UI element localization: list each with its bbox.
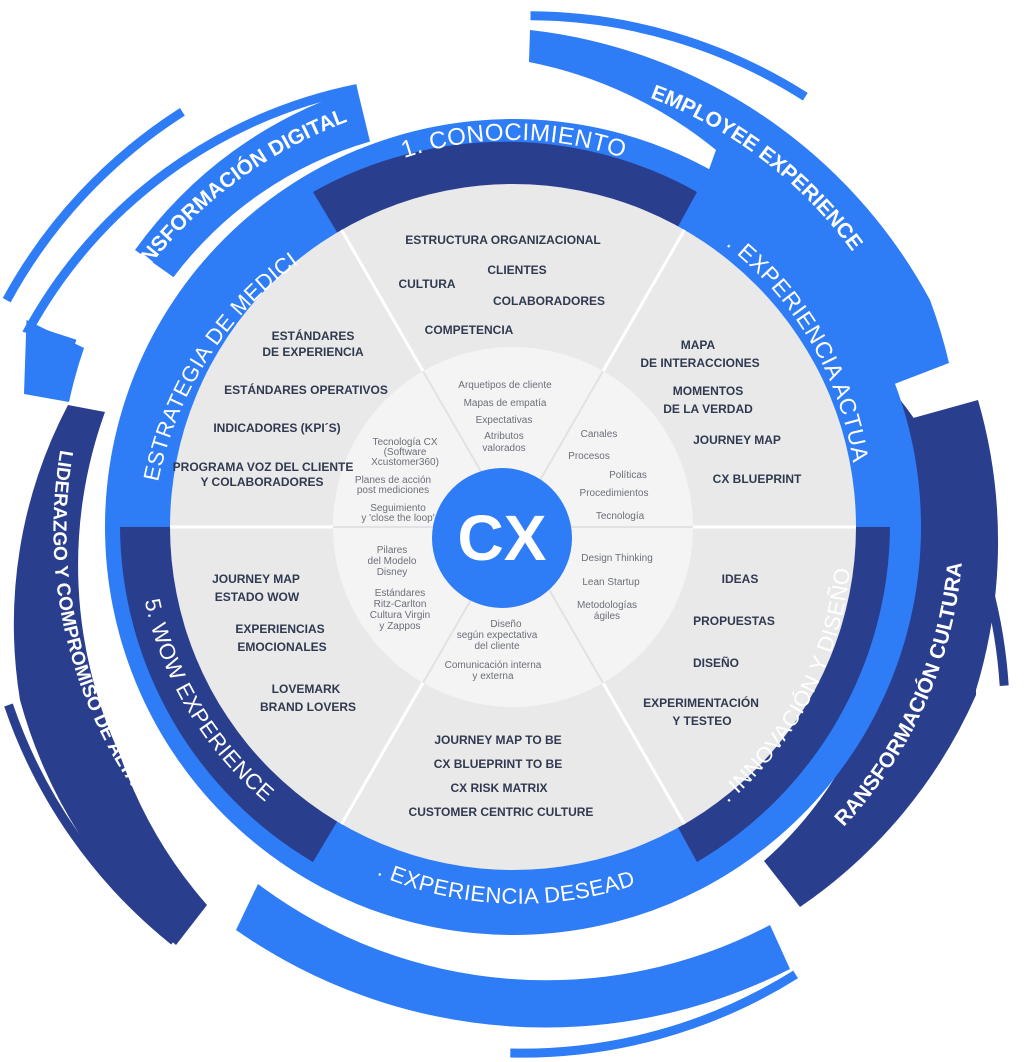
inner-item: Arquetipos de cliente [458,380,552,391]
outer-item: Y COLABORADORES [200,475,323,489]
inner-item: Atributos [484,431,523,442]
band-transformacion-cultural [764,400,999,907]
inner-item: Procedimientos [580,488,649,499]
outer-item: Y TESTEO [672,714,731,728]
inner-items: Arquetipos de cliente Mapas de empatía E… [355,380,653,682]
inner-item: y Zappos [379,621,420,632]
outer-item: ESTRUCTURA ORGANIZACIONAL [405,233,601,247]
outer-item: CLIENTES [487,263,546,277]
outer-item: DE EXPERIENCIA [262,345,364,359]
outer-item: MAPA [681,338,716,352]
outer-item: EMOCIONALES [237,640,326,654]
outer-item: DE LA VERDAD [663,402,753,416]
outer-item: EXPERIENCIAS [235,622,324,636]
outer-item: MOMENTOS [673,384,743,398]
inner-item: (Software [384,447,427,458]
inner-item: Disney [377,567,408,578]
inner-item: Tecnología [596,511,645,522]
inner-item: Pilares [377,545,408,556]
outer-item: JOURNEY MAP [693,433,781,447]
outer-item: INDICADORES (KPI´S) [213,421,340,435]
outer-item: CUSTOMER CENTRIC CULTURE [409,805,594,819]
inner-item: Seguimiento [370,503,426,514]
outer-item: CX RISK MATRIX [450,781,547,795]
inner-item: Comunicación interna [445,660,542,671]
outer-item: COLABORADORES [493,294,605,308]
outer-item: JOURNEY MAP [212,572,300,586]
outer-item: ESTÁNDARES [272,328,355,343]
band-transformacion-digital [24,88,370,402]
inner-item: valorados [482,443,525,454]
inner-item: según expectativa [457,630,538,641]
outer-item: ESTÁNDARES OPERATIVOS [224,382,388,397]
inner-item: Design Thinking [581,553,653,564]
outer-item: EXPERIMENTACIÓN [643,695,759,710]
center-cx-label: CX [458,502,547,574]
inner-item: post mediciones [357,485,429,496]
inner-item: Lean Startup [582,577,640,588]
outer-item: CULTURA [398,277,455,291]
outer-item: IDEAS [722,572,759,586]
outer-item: BRAND LOVERS [260,700,356,714]
band-rentabilidad [236,884,790,1028]
inner-item: Canales [581,429,618,440]
outer-item: COMPETENCIA [425,323,514,337]
band-liderazgo [13,405,208,945]
center-badge: CX [432,468,572,608]
outline-arc-employee-experience [530,11,808,101]
inner-item: Mapas de empatía [464,398,547,409]
outer-item: LOVEMARK [272,682,341,696]
inner-item: Tecnología CX [372,437,437,448]
inner-item: Procesos [568,451,610,462]
inner-item: del cliente [474,641,519,652]
band-transformacion-digital-frame [22,84,359,349]
outer-item: PROPUESTAS [693,614,775,628]
inner-item: Metodologías [577,600,637,611]
inner-item: y 'close the loop' [361,513,434,524]
outline-arc-rentabilidad [510,970,798,1058]
outline-arc-transformacion-digital [2,108,185,303]
center-circle [432,468,572,608]
outer-item: JOURNEY MAP TO BE [434,733,561,747]
inner-item: Políticas [609,470,647,481]
inner-item: Expectativas [476,415,533,426]
inner-item: Planes de acción [355,475,431,486]
inner-item: ágiles [594,611,620,622]
outer-item: ESTADO WOW [215,590,300,604]
inner-item: Xcustomer360) [371,457,439,468]
outer-items: ESTRUCTURA ORGANIZACIONAL CLIENTES CULTU… [173,233,802,819]
inner-item: del Modelo [368,556,417,567]
inner-item: Estándares [375,588,426,599]
outer-item: DE INTERACCIONES [640,356,759,370]
outer-item: DISEÑO [693,655,739,670]
inner-item: Cultura Virgin [370,610,430,621]
inner-item: Diseño [490,619,522,630]
outer-item: CX BLUEPRINT [713,472,802,486]
outer-item: CX BLUEPRINT TO BE [434,757,562,771]
outer-item: PROGRAMA VOZ DEL CLIENTE [173,460,354,474]
inner-item: Ritz-Carlton [374,599,427,610]
inner-item: y externa [472,671,514,682]
